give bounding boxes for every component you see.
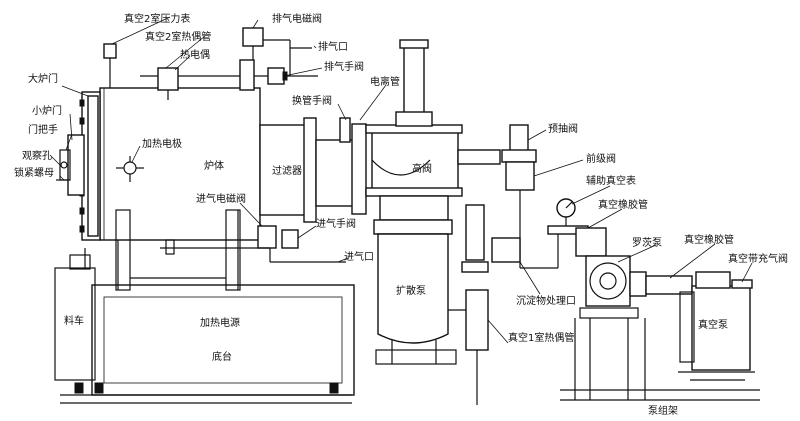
- diffusion-pump: [373, 195, 457, 365]
- vacuum-hose: [645, 275, 693, 295]
- label-thermocouple: 热电偶: [180, 48, 210, 61]
- pre-pump-valve: [491, 124, 559, 269]
- label-ion-tube: 电离管: [370, 75, 400, 88]
- label-vacuum-hose-2: 真空橡胶管: [684, 233, 734, 246]
- label-sight-hole: 观察孔: [22, 149, 52, 162]
- furnace-body: [99, 87, 261, 291]
- label-material-cart: 料车: [64, 314, 84, 327]
- vacuum-pump: [678, 271, 755, 381]
- label-high-valve: 高阀: [412, 162, 432, 175]
- exhaust-lines: [242, 27, 318, 85]
- leader-lines: [49, 16, 753, 344]
- label-aux-gauge: 辅助真空表: [586, 174, 636, 187]
- label-roots-pump: 罗茨泵: [632, 236, 662, 249]
- label-big-door: 大炉门: [28, 72, 58, 85]
- label-pump-rack: 泵组架: [648, 404, 678, 417]
- label-inlet-manual: 进气手阀: [316, 217, 356, 230]
- small-door: [56, 134, 85, 196]
- label-pre-pump-valve: 预抽阀: [548, 122, 578, 135]
- label-sediment-port: 沉淀物处理口: [516, 294, 576, 307]
- high-valve: [365, 39, 501, 197]
- pump-rack: [560, 318, 760, 401]
- label-exhaust-port: 排气口: [318, 40, 348, 53]
- label-switch-valve: 换管手阀: [292, 94, 332, 107]
- label-lock-nut: 锁紧螺母: [14, 166, 54, 179]
- label-inlet-solenoid: 进气电磁阀: [196, 192, 246, 205]
- label-small-door: 小炉门: [32, 104, 62, 117]
- roots-pump: [575, 227, 647, 400]
- label-vacuum1-thermocouple: 真空1室热偶管: [508, 331, 574, 344]
- label-door-handle: 门把手: [28, 123, 58, 136]
- label-exhaust-solenoid: 排气电磁阀: [272, 12, 322, 25]
- heating-electrode-icon: [116, 156, 144, 182]
- label-vacuum2-gauge: 真空2室压力表: [124, 12, 190, 25]
- label-vacuum-pump: 真空泵: [698, 318, 728, 331]
- label-filter: 过滤器: [272, 164, 302, 177]
- label-heating-power: 加热电源: [200, 316, 240, 329]
- label-vacuum-vent: 真空带充气阀: [728, 252, 788, 265]
- labels: 真空2室压力表 真空2室热偶管 热电偶 排气电磁阀 排气口 排气手阀 电离管 大…: [14, 12, 788, 417]
- vacuum2-instruments: [103, 43, 255, 100]
- label-vacuum2-thermocouple: 真空2室热偶管: [145, 30, 211, 43]
- label-front-valve: 前级阀: [586, 152, 616, 165]
- vacuum1-thermocouple: [448, 204, 489, 405]
- label-heating-electrode: 加热电极: [142, 137, 182, 150]
- base-platform: [54, 248, 355, 404]
- inlet-valves: [160, 225, 346, 263]
- label-exhaust-manual: 排气手阀: [324, 60, 364, 73]
- label-vacuum-hose-1: 真空橡胶管: [598, 198, 648, 211]
- filter: [259, 117, 367, 223]
- label-base: 底台: [212, 350, 232, 363]
- label-furnace: 炉体: [204, 160, 224, 172]
- label-inlet-port: 进气口: [344, 250, 374, 263]
- label-diffusion-pump: 扩散泵: [396, 284, 426, 297]
